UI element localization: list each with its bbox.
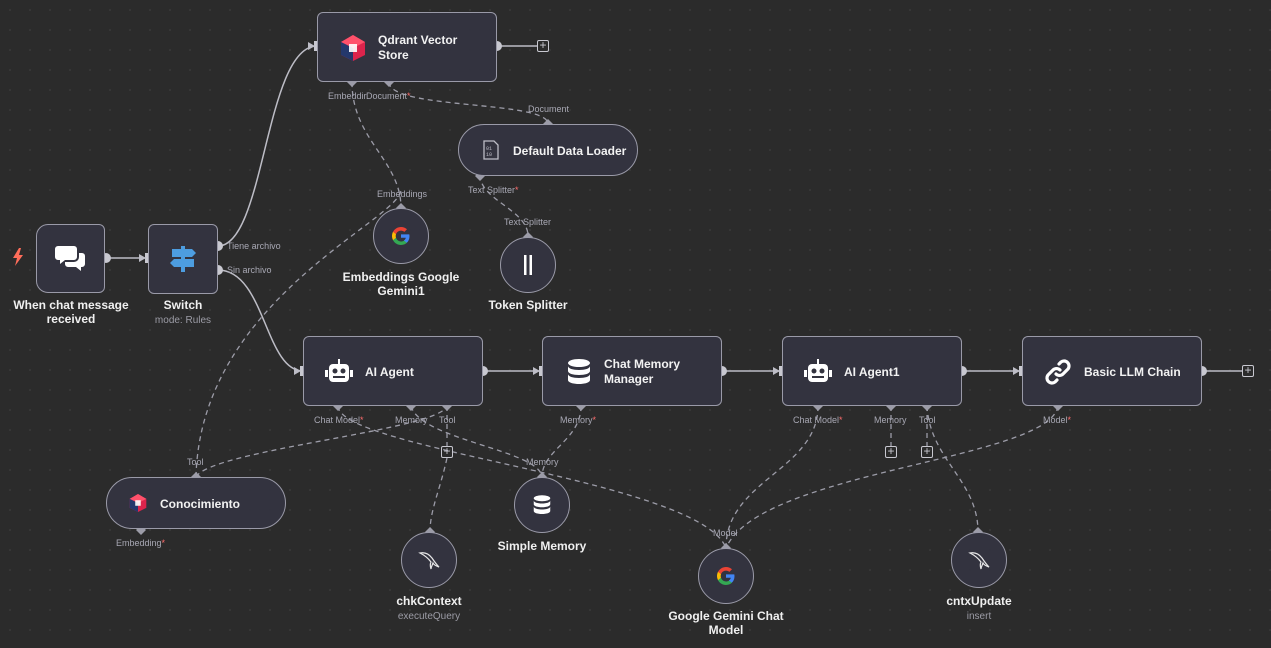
- token-splitter-port-label: Text Splitter: [504, 217, 552, 227]
- ai-agent-memory-port-label: Memory: [395, 415, 428, 425]
- lightning-bolt-icon: [12, 248, 24, 271]
- conocimiento-tool-port-label: Tool: [187, 457, 204, 467]
- svg-text:01: 01: [486, 146, 492, 152]
- edge-conocimiento-agent1tool: [195, 189, 402, 478]
- qdrant-add-button[interactable]: +: [537, 39, 549, 52]
- embeddings-port-label: Embeddings: [377, 189, 428, 199]
- llm-chain-model-port-label: Model*: [1043, 415, 1072, 425]
- conocimiento-title: Conocimiento: [160, 497, 240, 511]
- chkcontext-subtitle: executeQuery: [397, 611, 461, 622]
- ai-agent1-memory-port-label: Memory: [874, 415, 907, 425]
- chat-bubbles-icon: [37, 225, 103, 291]
- chkcontext-title: chkContext: [396, 594, 462, 608]
- node-simple-memory[interactable]: [514, 477, 570, 533]
- node-embeddings-gemini[interactable]: [373, 208, 429, 264]
- node-chkcontext[interactable]: [401, 532, 457, 588]
- node-basic-llm-chain[interactable]: Basic LLM Chain: [1022, 336, 1202, 406]
- node-qdrant-vector-store[interactable]: Qdrant Vector Store: [317, 12, 497, 82]
- data-loader-splitter-port-label: Text Splitter*: [468, 185, 519, 195]
- edge-mem-mgr: [541, 405, 582, 478]
- node-chat-memory-manager[interactable]: Chat Memory Manager: [542, 336, 722, 406]
- robot-icon: [324, 357, 354, 387]
- conocimiento-embedding-port-label: Embedding*: [116, 538, 166, 548]
- ai-agent1-add-memory-button[interactable]: +: [885, 445, 897, 458]
- edge-embeddings-qdrant: [351, 81, 402, 209]
- ai-agent1-chat-model-port-label: Chat Model*: [793, 415, 843, 425]
- node-token-splitter[interactable]: [500, 237, 556, 293]
- edge-gemini-llm: [725, 405, 1059, 549]
- embeddings-gemini-title: Embeddings Google Gemini1: [342, 270, 460, 298]
- ai-agent1-title: AI Agent1: [844, 365, 900, 379]
- svg-text:10: 10: [486, 152, 492, 158]
- node-switch[interactable]: [148, 224, 218, 294]
- edge-switch-agent: [217, 269, 304, 372]
- token-splitter-title: Token Splitter: [488, 298, 568, 312]
- node-chat-trigger[interactable]: [36, 224, 105, 293]
- cntxupdate-title: cntxUpdate: [946, 594, 1012, 608]
- database-icon: [565, 357, 593, 387]
- splitter-bars-icon: [501, 238, 554, 291]
- switch-subtitle: mode: Rules: [154, 315, 212, 326]
- qdrant-title: Qdrant Vector Store: [378, 33, 458, 62]
- edge-gemini-agent: [337, 405, 727, 549]
- google-g-icon: [699, 549, 752, 602]
- robot-icon: [803, 357, 833, 387]
- switch-output-2-label: Sin archivo: [227, 265, 272, 275]
- switch-output-1-label: Tiene archivo: [227, 241, 281, 251]
- edge-conocimiento-agenttool: [195, 405, 448, 478]
- qdrant-embedding-port-label: Embeddir: [328, 91, 367, 101]
- qdrant-document-port-label: Document*: [366, 91, 411, 101]
- node-conocimiento[interactable]: Conocimiento: [106, 477, 286, 529]
- link-icon: [1043, 357, 1073, 387]
- ai-agent-chat-model-port-label: Chat Model*: [314, 415, 364, 425]
- edge-loader-qdrant: [388, 81, 549, 125]
- qdrant-logo-icon: [127, 492, 149, 514]
- memory-manager-memory-port-label: Memory*: [560, 415, 597, 425]
- cntxupdate-subtitle: insert: [966, 611, 992, 622]
- node-ai-agent1[interactable]: AI Agent1: [782, 336, 962, 406]
- mysql-dolphin-icon: [402, 533, 455, 586]
- gemini-chat-model-port-label: Model: [713, 528, 738, 538]
- node-ai-agent[interactable]: AI Agent: [303, 336, 483, 406]
- edge-token-loader: [479, 174, 529, 237]
- gemini-chat-model-title: Google Gemini Chat Model: [668, 609, 784, 637]
- google-g-icon: [374, 209, 427, 262]
- data-loader-document-port-label: Document: [528, 104, 570, 114]
- edge-mem-agent: [410, 405, 543, 478]
- binary-file-icon: 01 10: [481, 139, 501, 161]
- llm-chain-add-button[interactable]: +: [1242, 364, 1254, 377]
- edge-chk-tool: [429, 457, 448, 533]
- ai-agent-add-tool-button[interactable]: +: [441, 445, 453, 458]
- signpost-icon: [149, 225, 216, 292]
- database-icon: [515, 478, 568, 531]
- edge-switch-qdrant: [217, 45, 318, 247]
- mysql-dolphin-icon: [952, 533, 1005, 586]
- simple-memory-title: Simple Memory: [497, 539, 587, 553]
- edge-cntx-agent1: [926, 405, 979, 533]
- qdrant-logo-icon: [338, 33, 368, 63]
- switch-title: Switch: [163, 298, 203, 312]
- node-cntxupdate[interactable]: [951, 532, 1007, 588]
- chat-trigger-title: When chat message received: [13, 298, 129, 326]
- ai-agent-title: AI Agent: [365, 365, 414, 379]
- node-gemini-chat-model[interactable]: [698, 548, 754, 604]
- node-default-data-loader[interactable]: 01 10 Default Data Loader: [458, 124, 638, 176]
- memory-manager-title: Chat Memory Manager: [604, 357, 681, 386]
- llm-chain-title: Basic LLM Chain: [1084, 365, 1181, 379]
- data-loader-title: Default Data Loader: [513, 144, 627, 158]
- edge-gemini-agent1: [725, 405, 819, 549]
- ai-agent-tool-port-label: Tool: [439, 415, 456, 425]
- ai-agent1-add-tool-button[interactable]: +: [921, 445, 933, 458]
- simple-memory-port-label: Memory: [526, 457, 559, 467]
- ai-agent1-tool-port-label: Tool: [919, 415, 936, 425]
